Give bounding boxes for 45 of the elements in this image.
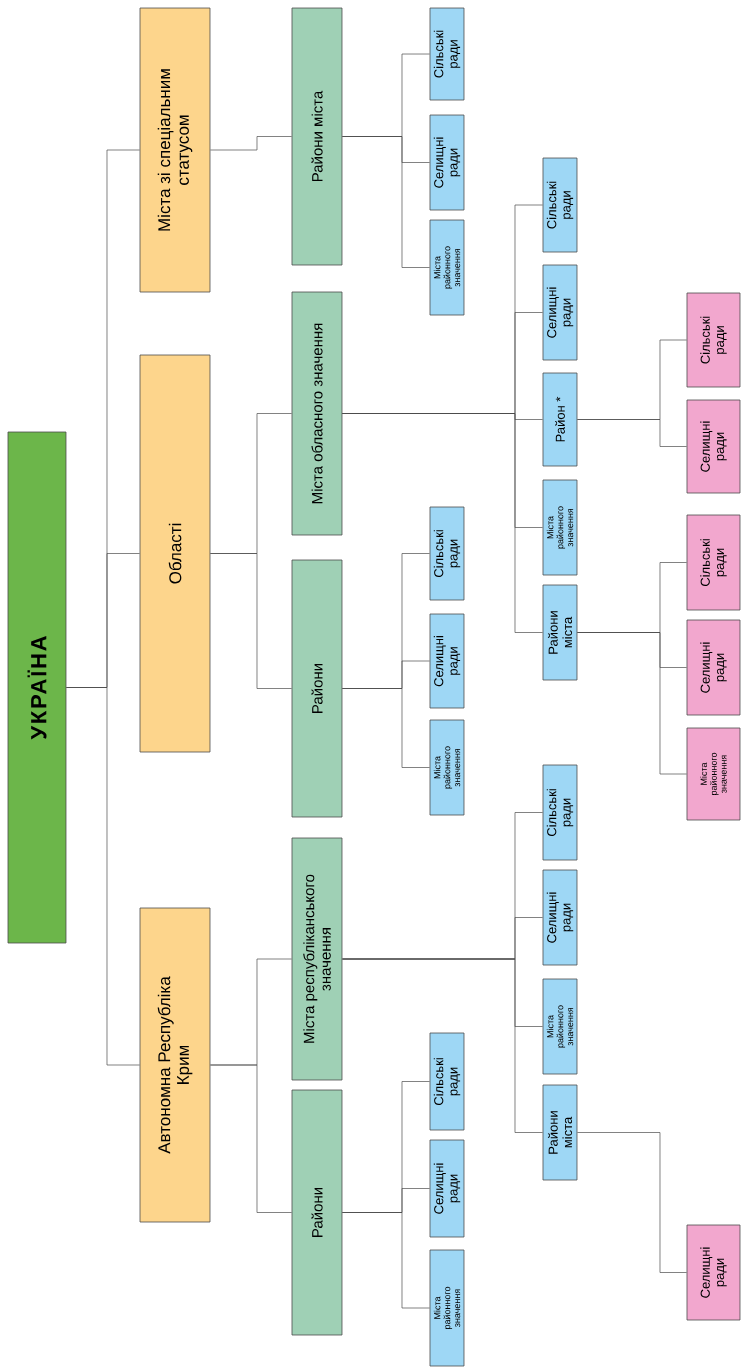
- connector-line: [577, 1132, 687, 1273]
- unit-box: Міста районного значення: [542, 479, 578, 576]
- connector-line: [577, 562, 687, 633]
- unit-box: Міста районного значення: [686, 727, 741, 821]
- unit-box: Район *: [542, 372, 578, 467]
- unit-box: Сільські ради: [542, 764, 578, 861]
- unit-box: Сільські ради: [686, 514, 741, 611]
- connector-line: [210, 136, 292, 151]
- region-box: Області: [139, 354, 211, 753]
- unit-box: Сільські ради: [429, 506, 465, 601]
- connector-line: [342, 53, 430, 137]
- title-box: УКРАЇНА: [7, 431, 67, 944]
- unit-box: Сільські ради: [542, 157, 578, 253]
- unit-box: Селищні ради: [686, 619, 741, 716]
- unit-box: Селищні ради: [429, 1139, 465, 1238]
- unit-box: Райони міста: [291, 7, 343, 266]
- unit-box: Селищні ради: [686, 1224, 741, 1321]
- unit-box: Сільські ради: [429, 7, 465, 101]
- unit-box: Міста районного значення: [542, 978, 578, 1075]
- unit-box: Міста районного значення: [429, 1249, 465, 1367]
- unit-box: Райони міста: [542, 584, 578, 681]
- unit-box: Селищні ради: [429, 114, 465, 211]
- unit-box: Райони міста: [542, 1084, 578, 1181]
- unit-box: Міста обласного значення: [291, 291, 343, 536]
- connector-line: [342, 812, 543, 960]
- unit-box: Райони: [291, 559, 343, 818]
- connector-line: [342, 553, 430, 689]
- region-box: Міста зі спеціальним статусом: [139, 7, 211, 293]
- region-box: Автономна Республіка Крим: [139, 907, 211, 1223]
- unit-box: Сільські ради: [686, 292, 741, 388]
- unit-box: Селищні ради: [542, 264, 578, 361]
- connector-line: [210, 958, 292, 1066]
- unit-box: Селищні ради: [429, 613, 465, 709]
- connector-line: [210, 413, 292, 554]
- unit-box: Міста республіканського значення: [291, 837, 343, 1081]
- unit-box: Райони: [291, 1089, 343, 1336]
- unit-box: Міста районного значення: [429, 719, 465, 816]
- connector-line: [66, 149, 140, 688]
- unit-box: Селищні ради: [686, 399, 741, 494]
- connector-line: [342, 1081, 430, 1213]
- connector-line: [577, 339, 687, 420]
- unit-box: Міста районного значення: [429, 219, 465, 316]
- connector-line: [342, 204, 543, 414]
- unit-box: Селищні ради: [542, 869, 578, 966]
- unit-box: Сільські ради: [429, 1032, 465, 1131]
